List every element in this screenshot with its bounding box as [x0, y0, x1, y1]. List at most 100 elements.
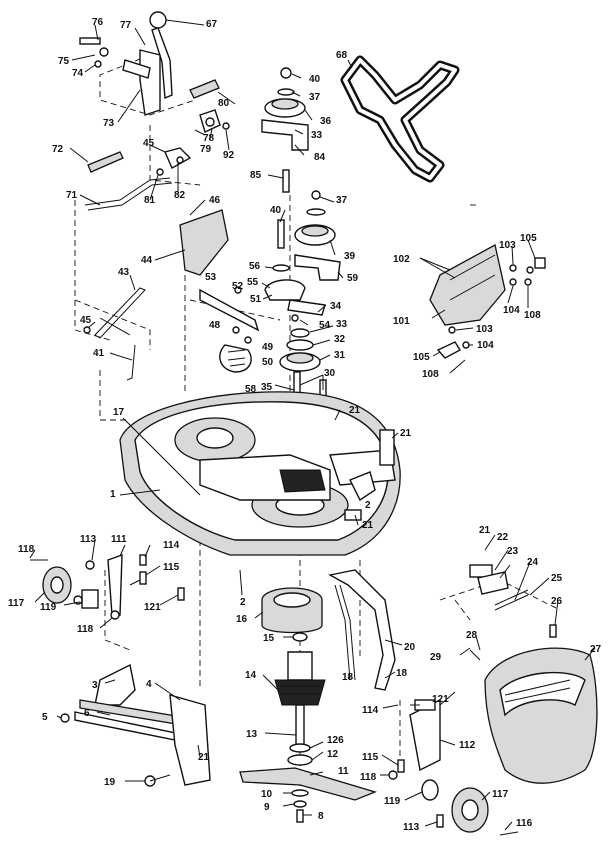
callout-117: 117: [8, 598, 25, 609]
callout-102: 102: [393, 254, 410, 265]
callout-27: 27: [590, 644, 602, 655]
callout-49: 49: [262, 342, 274, 353]
callout-101: 101: [393, 316, 410, 327]
callout-15: 15: [263, 633, 275, 644]
callout-59: 59: [347, 273, 359, 284]
right-gauge-wheel: [388, 698, 519, 836]
callout-1: 1: [110, 489, 116, 500]
callout-23: 23: [507, 546, 519, 557]
callout-13: 13: [246, 729, 258, 740]
callout-116: 116: [516, 818, 533, 829]
callout-9: 9: [264, 802, 270, 813]
callout-79: 79: [200, 144, 212, 155]
callout-112: 112: [459, 740, 476, 751]
callout-33: 33: [311, 130, 323, 141]
callout-92: 92: [223, 150, 235, 161]
blade-spindle-assembly: [239, 587, 377, 823]
callout-104: 104: [503, 305, 520, 316]
callout-73: 73: [103, 118, 115, 129]
callout-40: 40: [309, 74, 321, 85]
callout-37: 37: [309, 92, 321, 103]
callout-77: 77: [120, 20, 132, 31]
belt-cover: [469, 564, 598, 784]
callout-4: 4: [146, 679, 152, 690]
callout-18: 18: [396, 668, 408, 679]
callout-40: 40: [270, 205, 282, 216]
callout-104: 104: [477, 340, 494, 351]
callout-21: 21: [349, 405, 361, 416]
callout-81: 81: [144, 195, 156, 206]
callout-118: 118: [77, 624, 94, 635]
callout-119: 119: [40, 602, 57, 613]
callout-103: 103: [476, 324, 493, 335]
callout-108: 108: [524, 310, 541, 321]
callout-43: 43: [118, 267, 130, 278]
callout-118: 118: [18, 544, 35, 555]
callout-30: 30: [324, 368, 336, 379]
callout-2: 2: [240, 597, 246, 608]
callout-5: 5: [42, 712, 48, 723]
callout-85: 85: [250, 170, 262, 181]
callout-21: 21: [362, 520, 374, 531]
callout-105: 105: [520, 233, 537, 244]
left-gauge-wheel: [30, 553, 185, 620]
callout-72: 72: [52, 144, 64, 155]
callout-108: 108: [422, 369, 439, 380]
callout-115: 115: [362, 752, 379, 763]
belt-guard-arms: [327, 569, 396, 691]
callout-36: 36: [320, 116, 332, 127]
callout-25: 25: [551, 573, 563, 584]
callout-119: 119: [384, 796, 401, 807]
callout-55: 55: [247, 277, 259, 288]
callout-8: 8: [318, 811, 324, 822]
callout-75: 75: [58, 56, 70, 67]
front-hanger-rods: [60, 663, 211, 787]
callout-3: 3: [92, 680, 98, 691]
callout-11: 11: [338, 766, 349, 777]
callout-21: 21: [400, 428, 412, 439]
callout-22: 22: [497, 532, 509, 543]
callout-24: 24: [527, 557, 539, 568]
callout-16: 16: [236, 614, 248, 625]
callout-114: 114: [362, 705, 379, 716]
callout-2: 2: [365, 500, 371, 511]
callout-82: 82: [174, 190, 186, 201]
callout-126: 126: [327, 735, 344, 746]
callout-58: 58: [245, 384, 257, 395]
callout-114: 114: [163, 540, 180, 551]
callout-44: 44: [141, 255, 153, 266]
callout-51: 51: [250, 294, 262, 305]
callout-117: 117: [492, 789, 509, 800]
callout-41: 41: [93, 348, 105, 359]
callout-121: 121: [432, 694, 449, 705]
callout-46: 46: [209, 195, 221, 206]
callout-48: 48: [209, 320, 221, 331]
callout-78: 78: [203, 133, 215, 144]
callout-50: 50: [262, 357, 274, 368]
callout-76: 76: [92, 17, 104, 28]
callout-74: 74: [72, 68, 84, 79]
callout-19: 19: [104, 777, 116, 788]
mower-deck-housing: [119, 391, 401, 556]
callout-35: 35: [261, 382, 273, 393]
callout-14: 14: [245, 670, 257, 681]
callout-28: 28: [466, 630, 478, 641]
callout-45: 45: [143, 138, 155, 149]
callout-34: 34: [330, 301, 342, 312]
link-rods: [83, 287, 146, 381]
callout-105: 105: [413, 352, 430, 363]
callout-68: 68: [336, 50, 348, 61]
callout-10: 10: [261, 789, 273, 800]
callout-115: 115: [163, 562, 180, 573]
callout-37: 37: [336, 195, 348, 206]
deflector-shield: [179, 209, 229, 276]
callout-21: 21: [479, 525, 491, 536]
callout-67: 67: [206, 19, 218, 30]
callout-111: 111: [111, 534, 127, 545]
callout-18: 18: [342, 672, 354, 683]
callout-45: 45: [80, 315, 92, 326]
callout-32: 32: [334, 334, 346, 345]
callout-113: 113: [80, 534, 97, 545]
callout-52: 52: [232, 281, 244, 292]
callout-103: 103: [499, 240, 516, 251]
